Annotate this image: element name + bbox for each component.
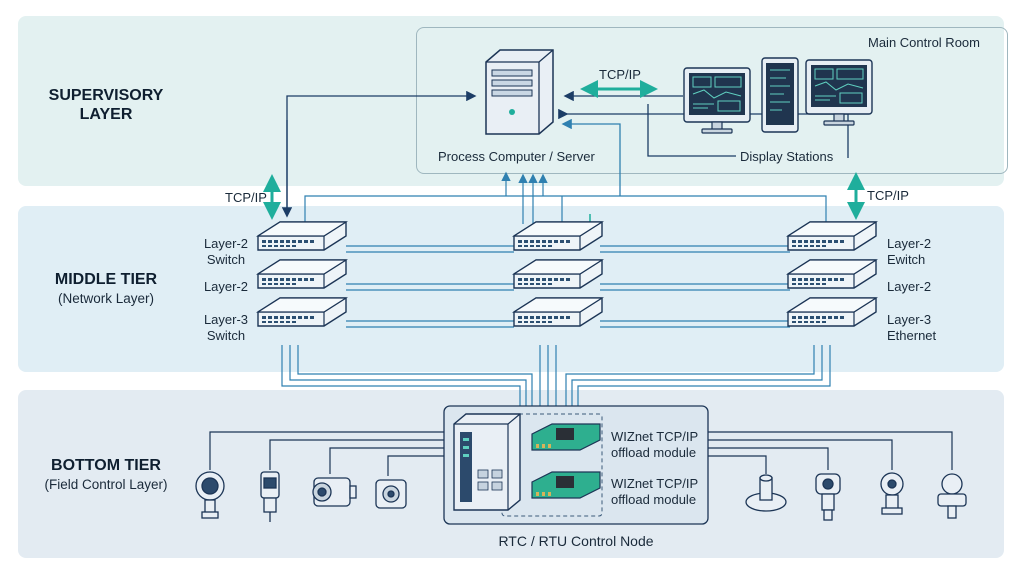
supervisory-title-line1: SUPERVISORY	[48, 87, 164, 104]
network-switch-icon	[257, 221, 347, 327]
left-switch-bottom-line1: Layer-3	[203, 312, 249, 327]
control-room-link-label: TCP/IP	[599, 67, 641, 82]
pressure-transmitter-icon	[880, 472, 904, 515]
wiznet-module-2-line1: WIZnet TCP/IP	[611, 476, 699, 491]
right-switch-top-line1: Layer-2	[887, 236, 932, 251]
wiznet-module-1-label: WIZnet TCP/IP offload module	[611, 429, 698, 461]
wiznet-module-icon	[531, 423, 601, 451]
display-stations-label: Display Stations	[740, 149, 834, 164]
right-switch-mid-label: Layer-2	[887, 279, 932, 294]
control-node-label: RTC / RTU Control Node	[498, 533, 654, 549]
wiznet-module-icon	[531, 471, 601, 499]
motor-icon	[312, 477, 357, 507]
right-switch-bottom-line2: Ethernet	[887, 328, 937, 343]
left-switch-top-line2: Switch	[206, 252, 246, 267]
main-control-room-box	[416, 27, 1008, 174]
bottom-tier-subtitle: (Field Control Layer)	[44, 477, 168, 492]
flow-meter-icon	[745, 474, 787, 512]
network-switch-icon	[513, 221, 603, 327]
right-switch-top-label: Layer-2 Ewitch	[887, 236, 931, 268]
bottom-tier-title: BOTTOM TIER	[51, 457, 161, 474]
middle-tier-subtitle: (Network Layer)	[57, 291, 155, 306]
right-switch-top-line2: Ewitch	[887, 252, 926, 267]
supervisory-title-line2: LAYER	[79, 106, 133, 123]
actuator-icon	[375, 479, 407, 509]
server-label: Process Computer / Server	[438, 149, 595, 164]
left-switch-bottom-label: Layer-3 Switch	[196, 312, 256, 344]
control-room-title: Main Control Room	[868, 35, 980, 50]
left-switch-top-label: Layer-2 Switch	[196, 236, 256, 268]
wiznet-module-2-line2: offload module	[611, 492, 697, 507]
monitor-icon	[683, 57, 873, 134]
server-tower-icon	[485, 49, 554, 135]
left-switch-top-line1: Layer-2	[203, 236, 249, 251]
right-tcpip-label: TCP/IP	[867, 188, 909, 203]
middle-tier-title: MIDDLE TIER	[54, 271, 158, 288]
wiznet-module-1-line1: WIZnet TCP/IP	[611, 429, 699, 444]
right-switch-bottom-line1: Layer-3	[887, 312, 932, 327]
left-switch-bottom-line2: Switch	[206, 328, 246, 343]
left-tcpip-label: TCP/IP	[225, 190, 267, 205]
transmitter-icon	[815, 473, 841, 521]
wiznet-module-2-label: WIZnet TCP/IP offload module	[611, 476, 698, 508]
pressure-gauge-icon	[195, 471, 225, 519]
network-switch-icon	[787, 221, 877, 327]
right-switch-bottom-label: Layer-3 Ethernet	[887, 312, 936, 344]
sensor-icon	[260, 471, 280, 522]
left-switch-mid-label: Layer-2	[203, 279, 249, 294]
valve-icon	[937, 473, 967, 519]
plc-unit-icon	[453, 413, 521, 511]
wiznet-module-1-line2: offload module	[611, 445, 697, 460]
supervisory-layer-title: SUPERVISORY LAYER	[36, 86, 176, 124]
